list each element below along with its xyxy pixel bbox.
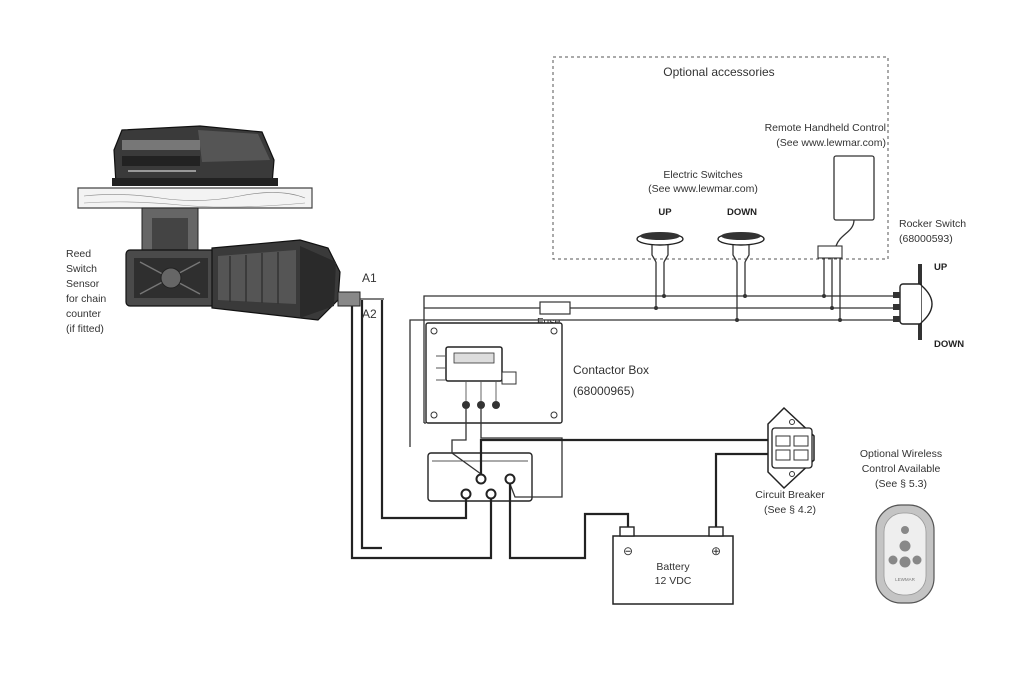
wireless-remote-brand: LEWMAR xyxy=(895,577,916,582)
rocker-switch-part: (68000593) xyxy=(899,233,953,245)
electric-switch-up-label: UP xyxy=(658,207,672,218)
wireless-remote-label: Optional Wireless xyxy=(860,448,942,460)
remote-handheld-body xyxy=(833,155,875,221)
contactor-box-part: (68000965) xyxy=(573,384,634,398)
wireless-remote-label2: Control Available xyxy=(862,463,941,475)
windlass-illustration xyxy=(77,125,361,321)
svg-text:for chain: for chain xyxy=(66,293,106,305)
contactor-box: Contactor Box (68000965) xyxy=(425,322,649,424)
remote-handheld-control: Remote Handheld Control (See www.lewmar.… xyxy=(765,122,886,259)
svg-text:(if fitted): (if fitted) xyxy=(66,323,104,335)
wireless-remote-ref: (See § 5.3) xyxy=(875,478,927,490)
remote-handheld-label: Remote Handheld Control xyxy=(765,122,886,134)
electric-switches-label: Electric Switches xyxy=(663,169,742,181)
terminal-block xyxy=(427,452,533,502)
power-wiring xyxy=(350,300,770,560)
remote-handheld-link: (See www.lewmar.com) xyxy=(776,137,886,149)
motor-terminal-a2: A2 xyxy=(362,307,377,321)
svg-text:Switch: Switch xyxy=(66,263,97,275)
svg-text:Sensor: Sensor xyxy=(66,278,100,290)
battery-plus-icon: ⊕ xyxy=(711,544,721,558)
circuit-breaker: Circuit Breaker (See § 4.2) xyxy=(755,406,825,516)
wireless-remote: Optional Wireless Control Available (See… xyxy=(860,448,942,604)
motor-terminal-a1: A1 xyxy=(362,271,377,285)
electric-switch-up xyxy=(636,232,684,263)
optional-accessories-title: Optional accessories xyxy=(663,65,774,79)
battery-minus-icon: ⊖ xyxy=(623,544,633,558)
rocker-switch-label: Rocker Switch xyxy=(899,218,966,230)
contactor-box-label: Contactor Box xyxy=(573,363,649,377)
reed-switch-label: Reed Switch Sensor for chain counter (if… xyxy=(66,248,106,335)
battery-label: Battery xyxy=(656,561,690,573)
electric-switch-down xyxy=(717,232,765,263)
circuit-breaker-ref: (See § 4.2) xyxy=(764,504,816,516)
rocker-switch-down-label: DOWN xyxy=(934,339,964,350)
remote-connector xyxy=(817,245,843,259)
electric-switches-link: (See www.lewmar.com) xyxy=(648,183,758,195)
rocker-switch-up-label: UP xyxy=(934,262,948,273)
rocker-switch: Rocker Switch (68000593) UP DOWN xyxy=(893,218,966,350)
battery-voltage: 12 VDC xyxy=(655,575,692,587)
battery: ⊖ ⊕ Battery 12 VDC xyxy=(612,526,734,605)
optional-accessories-region: Optional accessories xyxy=(552,56,889,260)
svg-text:counter: counter xyxy=(66,308,102,320)
electric-switch-down-label: DOWN xyxy=(727,207,757,218)
electric-switches: Electric Switches (See www.lewmar.com) U… xyxy=(636,169,765,263)
circuit-breaker-label: Circuit Breaker xyxy=(755,489,825,501)
svg-text:Reed: Reed xyxy=(66,248,91,260)
control-wiring xyxy=(409,258,893,447)
